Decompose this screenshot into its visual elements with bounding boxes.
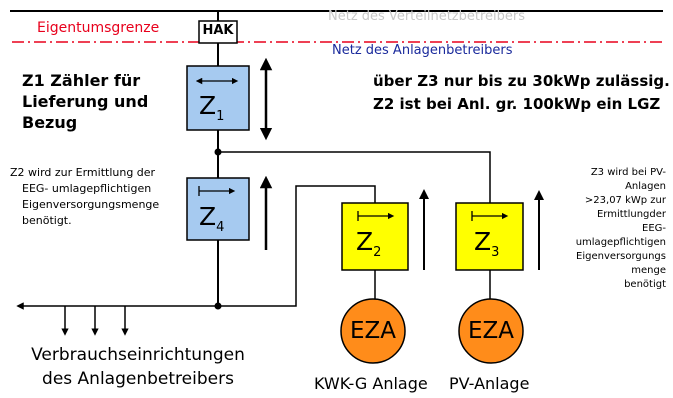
hak-label: HAK: [202, 23, 234, 38]
note-z2: Z2 wird zur Ermittlung der EEG- umlagepf…: [10, 166, 160, 227]
note-z3: Z3 wird bei PV- Anlagen >23,07 kWp zur E…: [575, 167, 666, 290]
meter-z1-label: Z1: [199, 91, 225, 124]
meter-z4-label: Z4: [199, 202, 225, 235]
ownership-boundary-label: Eigentumsgrenze: [37, 20, 160, 36]
note-z2-lgz: Z2 ist bei Anl. gr. 100kWp ein LGZ: [373, 95, 661, 113]
generator-pv-label: EZA: [467, 318, 515, 344]
generator-kwk-caption: KWK-G Anlage: [314, 374, 428, 393]
meter-z3-label: Z3: [474, 227, 500, 260]
generator-kwk-label: EZA: [349, 318, 397, 344]
consumers-label: Verbrauchseinrichtungen des Anlagenbetre…: [31, 345, 245, 389]
hak-box: [198, 20, 238, 44]
network-label-plant: Netz des Anlagenbetreibers: [332, 43, 513, 58]
meter-z4: [186, 177, 250, 241]
meter-z2-label: Z2: [356, 227, 382, 260]
branch-line-z2: [218, 185, 376, 307]
meter-z2: [341, 202, 409, 271]
generator-kwk: [340, 298, 406, 364]
generator-pv-caption: PV-Anlage: [449, 374, 530, 393]
meter-z3: [455, 202, 524, 271]
note-z1: Z1 Zähler für Lieferung und Bezug: [22, 71, 149, 132]
network-label-distribution: Netz des Verteilnetzbetreibers: [328, 9, 526, 24]
note-z3-limit: über Z3 nur bis zu 30kWp zulässig.: [373, 72, 670, 90]
branch-line-z3: [218, 151, 491, 203]
generator-pv: [458, 298, 524, 364]
meter-z1: [186, 65, 250, 131]
